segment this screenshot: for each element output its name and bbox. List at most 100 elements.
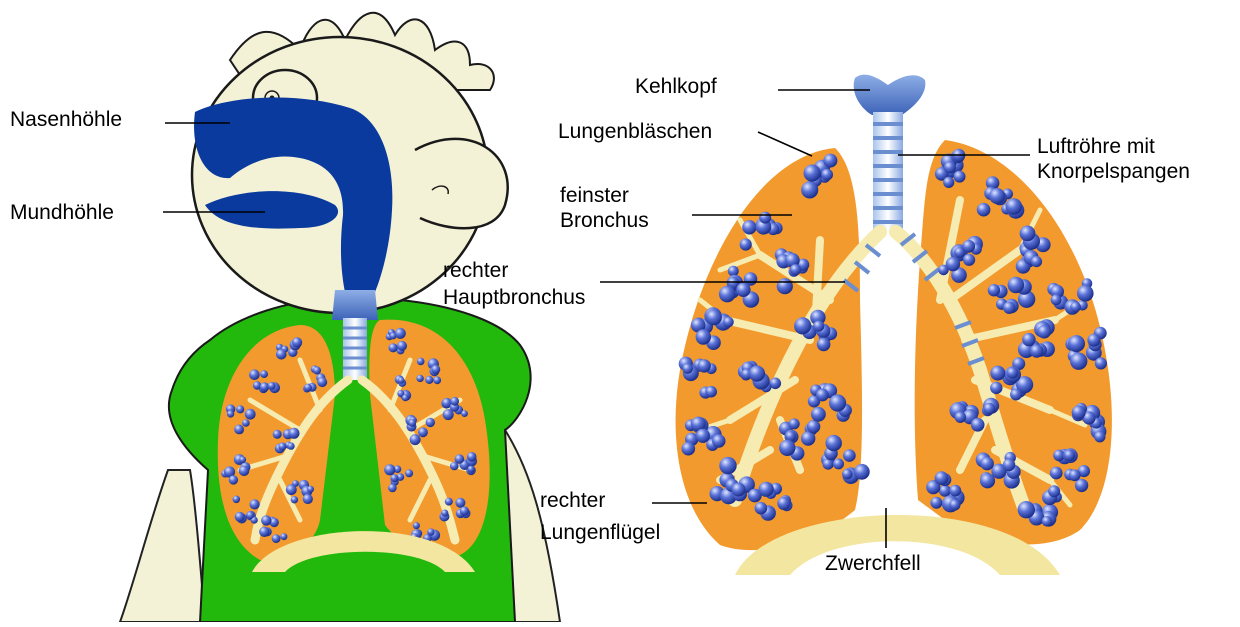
alveolus [1031,256,1042,267]
alveolus [441,509,448,516]
alveolus [930,497,942,509]
alveolus [250,499,260,509]
alveolus [384,464,395,475]
alveolus [229,475,238,484]
alveolus [260,382,269,391]
alveolus [1070,302,1081,313]
label-hauptbronchus-line1: rechter [443,259,508,283]
alveolus [1068,335,1085,352]
alveolus [706,309,722,325]
alveolus [425,376,433,384]
alveolus [1048,485,1060,497]
alveolus [971,418,985,432]
alveolus [233,496,241,504]
alveolus [409,419,417,427]
alveolus [977,203,991,217]
alveolus [983,403,995,415]
alveolus [291,496,298,503]
alveolus [1037,325,1051,339]
label-feinster-line1: feinster [560,184,629,208]
alveolus [410,434,421,445]
alveolus [946,257,960,271]
alveolus [1072,405,1086,419]
alveolus [990,366,1005,381]
alveolus [1077,285,1094,302]
alveolus [1095,357,1107,369]
alveolus [405,469,413,477]
alveolus [1030,344,1043,357]
alveolus [949,485,961,497]
alveolus [854,464,870,480]
alveolus [696,429,710,443]
alveolus [742,220,756,234]
alveolus [1022,333,1035,346]
alveolus [1069,469,1081,481]
alveolus [460,506,469,515]
cartoon-figure [120,13,560,622]
alveolus [944,161,956,173]
alveolus [303,494,313,504]
alveolus [801,181,818,198]
leader-lungenblaeschen [758,132,812,156]
alveolus [433,376,441,384]
alveolus [712,434,725,447]
alveolus [811,407,826,422]
label-kehlkopf: Kehlkopf [635,75,717,99]
alveolus [395,328,406,339]
alveolus [307,486,314,493]
larynx [854,75,926,115]
alveolus [801,431,815,445]
alveolus [455,498,465,508]
alveolus [259,527,269,537]
alveolus [417,358,425,366]
alveolus [249,369,260,380]
alveolus [829,394,846,411]
alveolus [431,365,440,374]
alveolus [935,471,949,485]
alveolus [842,469,853,480]
alveolus [443,409,454,420]
alveolus [719,457,736,474]
alveolus [823,459,834,470]
alveolus [402,394,409,401]
alveolus [698,359,711,372]
alveolus [807,420,820,433]
alveolus [963,254,975,266]
alveolus [1064,450,1075,461]
alveolus [794,317,811,334]
alveolus [287,442,294,449]
alveolus [736,283,750,297]
figure-larynx [332,290,378,320]
label-luftroehre-line1: Luftröhre mit [1037,135,1155,159]
alveolus [989,188,1005,204]
alveolus [843,449,856,462]
alveolus [949,499,960,510]
alveolus [1050,467,1063,480]
alveolus [1003,302,1015,314]
alveolus [246,511,254,519]
alveolus [1018,501,1035,518]
alveolus [833,458,844,469]
alveolus [313,367,321,375]
alveolus [280,533,287,540]
alveolus [943,177,954,188]
label-luftroehre-line2: Knorpelspangen [1037,160,1190,184]
alveolus [980,473,995,488]
alveolus [289,428,300,439]
alveolus [426,418,435,427]
alveolus [239,466,250,477]
alveolus [1042,516,1053,527]
label-lungenfluegel-line1: rechter [540,489,605,513]
alveolus [759,212,771,224]
alveolus [1006,198,1023,215]
alveolus [468,466,475,473]
alveolus [389,343,398,352]
alveolus [790,264,801,275]
alveolus [817,338,831,352]
label-lungenfluegel-line2: Lungenflügel [540,521,660,545]
alveolus [705,386,717,398]
label-mundhoehle: Mundhöhle [10,201,114,225]
alveolus [1020,226,1036,242]
alveolus [1070,353,1087,370]
